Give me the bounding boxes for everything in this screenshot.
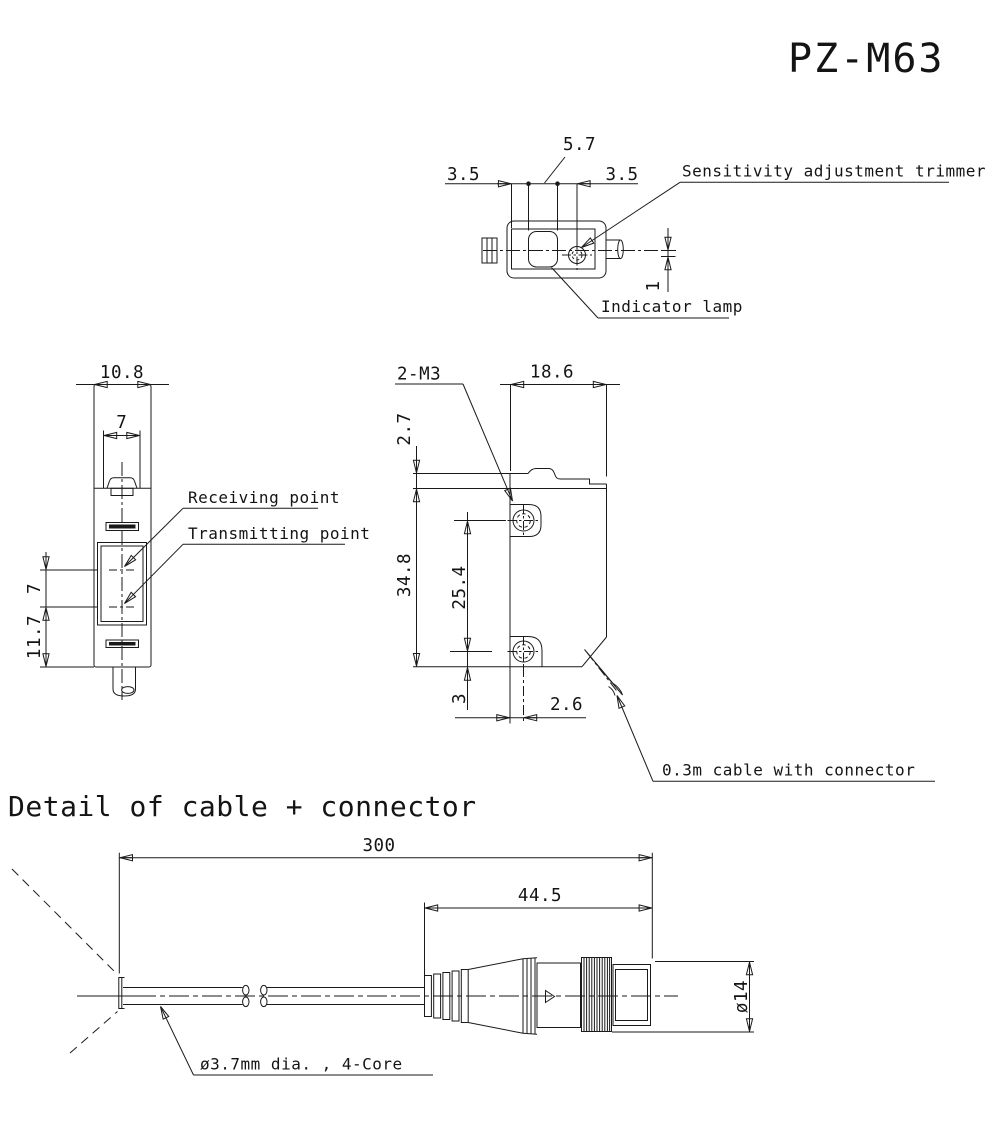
dim-10-8: 10.8: [100, 363, 144, 383]
front-view-labels: Receiving point Transmitting point: [124, 488, 370, 604]
label-sensitivity-trimmer: Sensitivity adjustment trimmer: [682, 162, 986, 181]
top-view: 3.5 5.7 3.5 1 Sensitivity adjustment tri…: [445, 135, 986, 319]
side-view-dimensions: 2-M3 18.6 2.7 34.8 25.4 3: [395, 363, 620, 724]
dim-34-8: 34.8: [395, 553, 415, 597]
side-view-labels: 0.3m cable with connector: [616, 695, 935, 782]
dim-dia-14: ø14: [732, 980, 752, 1013]
dim-2-7: 2.7: [395, 412, 415, 445]
detail-labels: ø3.7mm dia. , 4-Core: [160, 1006, 433, 1076]
top-view-labels: Sensitivity adjustment trimmer Indicator…: [551, 162, 986, 319]
dim-300: 300: [362, 836, 395, 856]
label-transmitting-point: Transmitting point: [188, 524, 370, 543]
detail-dimensions: 300 44.5 ø14: [118, 836, 754, 1033]
drawing-title: PZ-M63: [788, 36, 945, 82]
dim-3-5-right: 3.5: [605, 165, 638, 185]
front-view-dimensions: 10.8 7 7 11.7: [25, 363, 169, 668]
detail-linework: [11, 868, 678, 1054]
detail-heading: Detail of cable + connector: [8, 790, 477, 823]
dim-7-left: 7: [25, 583, 45, 594]
side-view: 2-M3 18.6 2.7 34.8 25.4 3: [395, 363, 935, 782]
dim-1: 1: [644, 280, 664, 291]
label-indicator-lamp: Indicator lamp: [601, 297, 743, 316]
orientation-marker: [545, 989, 556, 1004]
dim-11-7: 11.7: [25, 615, 45, 659]
indicator-lamp-shape: [528, 231, 558, 268]
detail-view: Detail of cable + connector 300 44.5 ø14: [8, 790, 754, 1076]
dim-18-6: 18.6: [530, 363, 574, 383]
dim-2-m3: 2-M3: [397, 365, 441, 385]
label-cable-connector: 0.3m cable with connector: [662, 761, 915, 780]
side-view-linework: [413, 468, 623, 696]
dim-7-top: 7: [116, 413, 127, 433]
top-view-linework: [481, 220, 676, 279]
dim-44-5: 44.5: [518, 886, 562, 906]
dim-5-7: 5.7: [563, 135, 596, 155]
top-view-dimensions: 3.5 5.7 3.5 1: [445, 135, 676, 292]
front-view: 10.8 7 7 11.7 Receiving point Transmitti…: [25, 363, 370, 700]
dim-3-5-left: 3.5: [447, 165, 480, 185]
dim-25-4: 25.4: [450, 565, 470, 609]
label-cable-spec: ø3.7mm dia. , 4-Core: [200, 1055, 403, 1074]
dim-2-6: 2.6: [550, 695, 583, 715]
dim-3: 3: [450, 693, 470, 704]
label-receiving-point: Receiving point: [188, 488, 340, 507]
